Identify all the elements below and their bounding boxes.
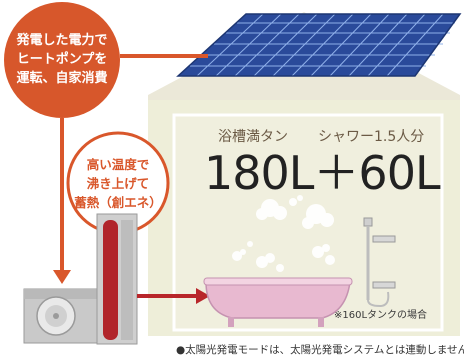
callout-heat-line-1: 高い温度で <box>86 157 150 172</box>
callout-heat-line-2: 沸き上げて <box>86 176 150 191</box>
tank-note: ※160Lタンクの場合 <box>334 310 428 321</box>
callout-circle-power <box>4 2 120 118</box>
callout-heat-text: 高い温度で 沸き上げて 蓄熱（創エネ） <box>70 155 166 212</box>
bath-label: 浴槽満タン <box>218 129 288 145</box>
shower-label: シャワー1.5人分 <box>318 129 425 145</box>
capacity-amount: 180L＋60L <box>204 150 441 196</box>
shower-icon <box>363 217 396 308</box>
heat-pump-unit-icon <box>23 288 100 344</box>
callout-power-line-2: ヒートポンプを <box>16 52 108 67</box>
callout-power-line-1: 発電した電力で <box>16 33 108 48</box>
callout-power-line-3: 運転、自家消費 <box>16 71 108 86</box>
arrow-icon <box>53 270 71 284</box>
solar-panel-icon <box>176 13 462 77</box>
hot-water-tank-icon <box>96 213 138 345</box>
callout-power-text: 発電した電力で ヒートポンプを 運転、自家消費 <box>8 31 116 88</box>
arrow-icon <box>196 288 210 304</box>
footnote: ●太陽光発電モードは、太陽光発電システムとは連動しません。 <box>176 344 464 356</box>
capacity-amount-text: 180L＋60L <box>204 146 441 200</box>
callout-heat-line-3: 蓄熱（創エネ） <box>74 195 162 210</box>
bathtub-icon <box>203 277 353 327</box>
steam-icon <box>232 195 335 272</box>
